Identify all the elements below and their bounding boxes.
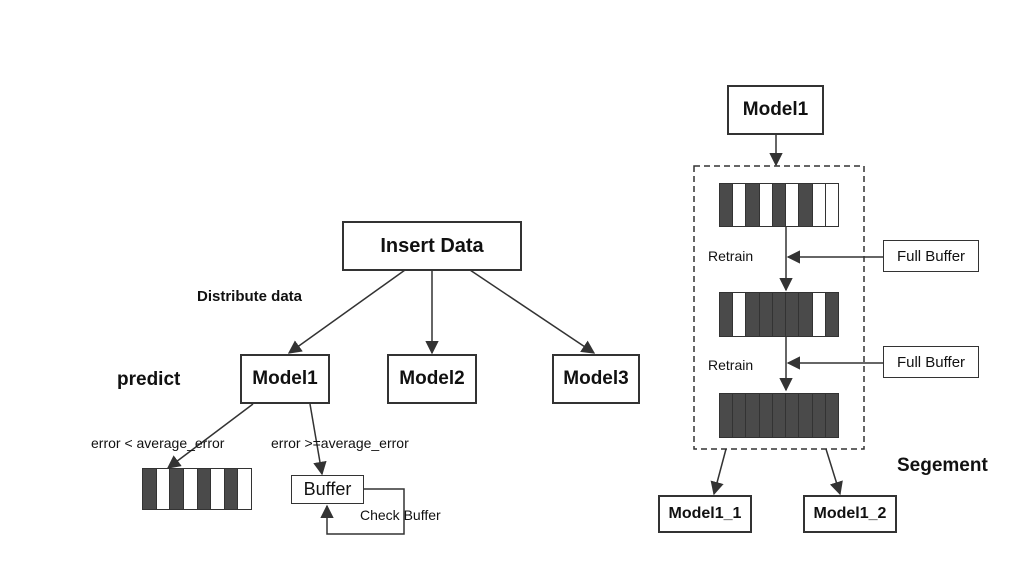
- buffer-box: Buffer: [291, 475, 364, 504]
- strip-cell: [733, 394, 747, 437]
- strip-cell: [759, 293, 773, 336]
- model2-label: Model2: [399, 368, 465, 389]
- strip-cell: [759, 394, 773, 437]
- full-buffer-label-2: Full Buffer: [896, 353, 966, 371]
- arrow-model1-to-strip: [166, 403, 254, 469]
- segment-strip-2: [719, 292, 839, 337]
- check-buffer-label: Check Buffer: [360, 507, 441, 523]
- insert-data-label: Insert Data: [380, 234, 484, 257]
- predict-label: predict: [117, 369, 181, 390]
- strip-cell: [156, 469, 171, 509]
- strip-cell: [143, 469, 157, 509]
- strip-cell: [746, 394, 760, 437]
- full-buffer-box-1: Full Buffer: [883, 240, 979, 272]
- model3-box: Model3: [552, 354, 640, 404]
- strip-cell: [238, 469, 251, 509]
- strip-cell: [746, 184, 760, 226]
- segment-strip-3: [719, 393, 839, 438]
- strip-cell: [183, 469, 198, 509]
- strip-cell: [720, 293, 734, 336]
- segment-dashed-frame: [693, 165, 865, 450]
- strip-cell: [825, 184, 838, 226]
- segment-label: Segement: [897, 455, 988, 476]
- strip-cell: [772, 293, 787, 336]
- insert-data-box: Insert Data: [342, 221, 522, 271]
- strip-cell: [799, 184, 813, 226]
- model-top-box: Model1: [727, 85, 824, 135]
- arrow-to-output-2: [825, 448, 843, 496]
- output-model1-2-label: Model1_2: [813, 505, 887, 522]
- strip-cell: [799, 394, 813, 437]
- strip-cell: [720, 394, 734, 437]
- strip-cell: [799, 293, 813, 336]
- error-lt-label: error < average_error: [91, 435, 225, 451]
- data-strip-left: [142, 468, 252, 510]
- strip-cell: [786, 293, 800, 336]
- strip-cell: [746, 293, 760, 336]
- strip-cell: [733, 293, 747, 336]
- strip-cell: [772, 184, 787, 226]
- strip-cell: [772, 394, 787, 437]
- strip-cell: [786, 394, 800, 437]
- output-model1-1-label: Model1_1: [668, 505, 742, 522]
- strip-cell: [786, 184, 800, 226]
- strip-cell: [197, 469, 212, 509]
- arrow-to-output-1: [710, 448, 727, 496]
- strip-cell: [812, 394, 826, 437]
- model3-label: Model3: [563, 368, 629, 389]
- arrow-insert-to-model1: [287, 269, 406, 354]
- retrain-label-1: Retrain: [708, 248, 754, 264]
- strip-cell: [759, 184, 773, 226]
- strip-cell: [224, 469, 239, 509]
- full-buffer-label-1: Full Buffer: [896, 247, 966, 265]
- arrow-insert-to-model3: [469, 269, 596, 354]
- strip-cell: [170, 469, 184, 509]
- strip-cell: [812, 184, 826, 226]
- full-buffer-box-2: Full Buffer: [883, 346, 979, 378]
- check-buffer-loop: [320, 488, 405, 535]
- model1-label: Model1: [252, 368, 318, 389]
- distribute-data-label: Distribute data: [197, 288, 303, 305]
- output-model1-1-box: Model1_1: [658, 495, 752, 533]
- retrain-label-2: Retrain: [708, 357, 754, 373]
- strip-cell: [720, 184, 734, 226]
- strip-cell: [812, 293, 826, 336]
- model-top-label: Model1: [742, 99, 809, 120]
- output-model1-2-box: Model1_2: [803, 495, 897, 533]
- error-ge-label: error >=average_error: [271, 435, 409, 451]
- model1-box: Model1: [240, 354, 330, 404]
- buffer-label: Buffer: [303, 479, 352, 499]
- strip-cell: [733, 184, 747, 226]
- model2-box: Model2: [387, 354, 477, 404]
- strip-cell: [211, 469, 225, 509]
- strip-cell: [825, 293, 838, 336]
- arrow-model1-to-buffer: [309, 403, 327, 476]
- segment-strip-1: [719, 183, 839, 227]
- strip-cell: [825, 394, 838, 437]
